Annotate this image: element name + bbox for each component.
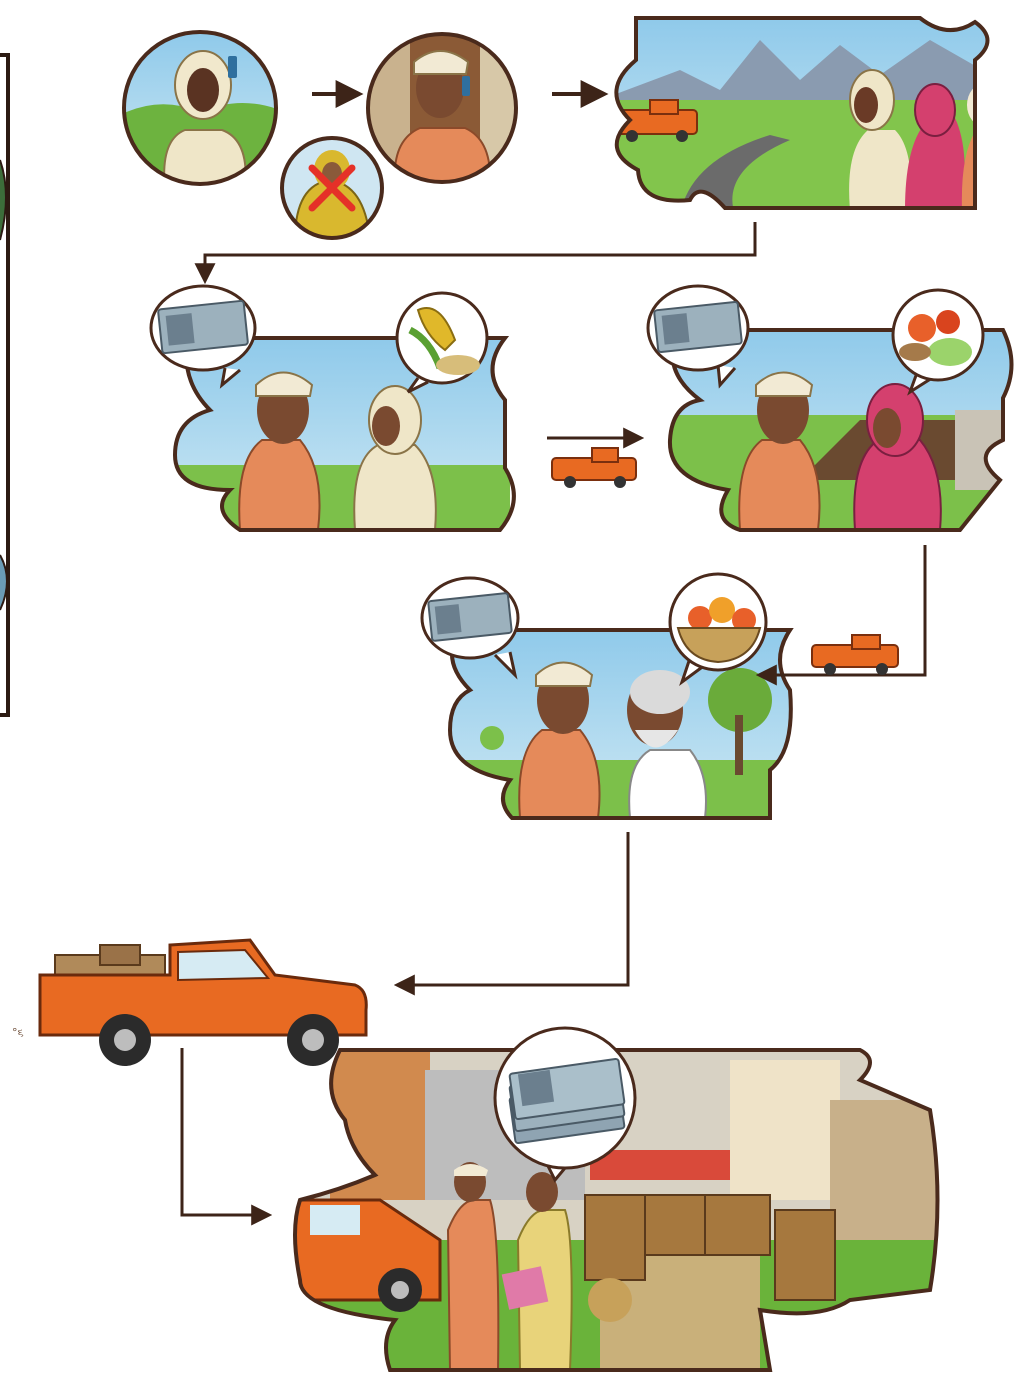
truck-arrow-1 xyxy=(547,438,640,488)
speech-bubble-money-2 xyxy=(648,286,748,385)
banknote-stack-icon xyxy=(509,1059,624,1144)
banknote-icon xyxy=(654,302,742,353)
panel-crossed-out-caller xyxy=(280,136,384,240)
panel-market-sale xyxy=(290,1028,940,1375)
truck-mark-text: °૬ xyxy=(12,1026,24,1039)
panel-buy-fruit xyxy=(422,574,800,825)
panel-buy-maize xyxy=(151,286,514,535)
banknote-icon xyxy=(158,301,248,354)
truck-icon xyxy=(552,448,636,488)
panel-buy-vegetables xyxy=(648,286,1012,535)
truck-icon xyxy=(812,635,898,675)
loaded-pickup-truck: °૬ xyxy=(12,940,366,1066)
speech-bubble-money xyxy=(151,286,255,385)
panel-farm-road xyxy=(600,15,1003,215)
panel-man-phone-call xyxy=(368,34,518,184)
panel-woman-phone-call xyxy=(120,30,280,190)
left-edge-fragment xyxy=(0,55,8,715)
truck-arrow-2 xyxy=(760,545,925,675)
banknote-icon xyxy=(428,593,512,641)
